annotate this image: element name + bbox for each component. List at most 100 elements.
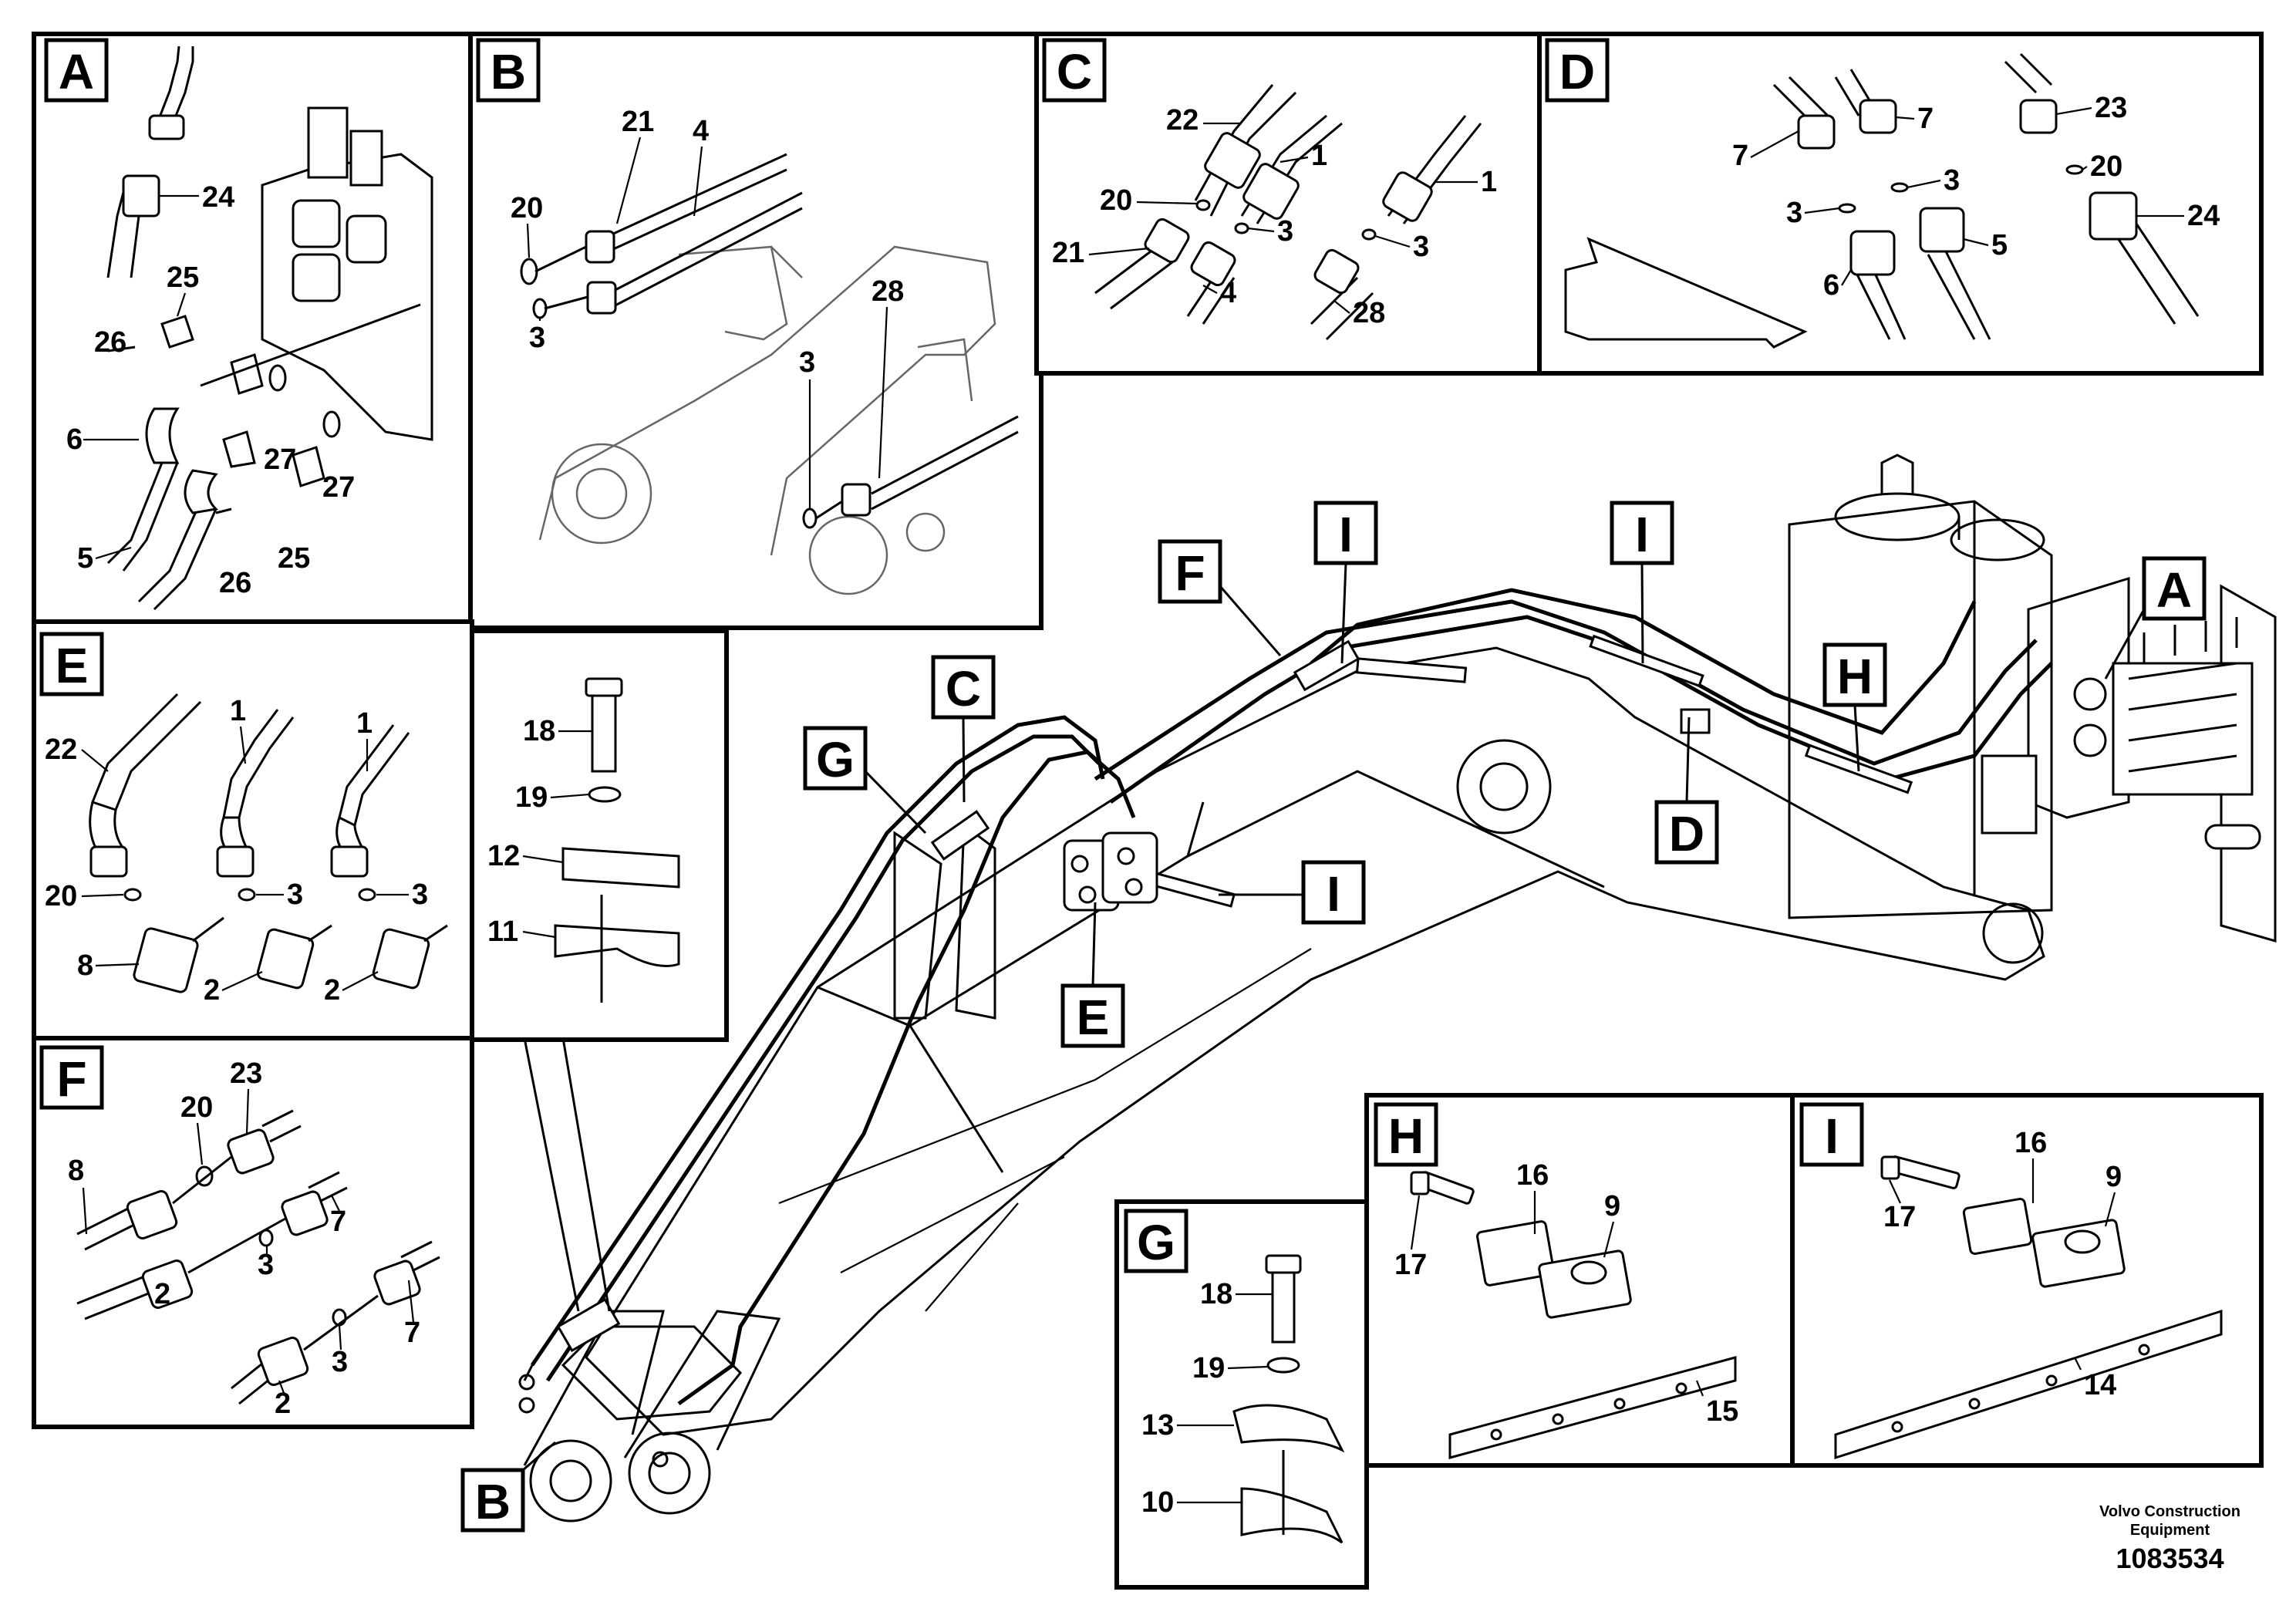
part-label-1: 1 <box>230 695 246 727</box>
part-label-7b: 7 <box>1732 140 1748 172</box>
callout-box-e: E <box>39 632 104 696</box>
callout-main-i-3: I <box>1219 860 1366 925</box>
part-label-8: 8 <box>68 1155 84 1187</box>
callout-label: C <box>1057 44 1092 99</box>
part-label-3: 3 <box>529 322 545 354</box>
part-label-17: 17 <box>1883 1201 1916 1233</box>
callout-label: E <box>56 638 89 693</box>
labels-box-a: 24 25 26 6 27 27 5 26 25 <box>66 181 355 599</box>
callout-label: I <box>1635 507 1649 562</box>
detail-box-e <box>32 619 474 1040</box>
callout-main-g: G <box>803 726 927 835</box>
company-name-line2: Equipment <box>2129 1522 2210 1539</box>
detail-box-i <box>1790 1093 2264 1468</box>
part-label-27: 27 <box>264 443 296 476</box>
callout-label: I <box>1825 1108 1839 1164</box>
part-label-9: 9 <box>1604 1190 1620 1222</box>
part-label-18: 18 <box>523 715 555 747</box>
part-label-2b: 2 <box>275 1388 291 1420</box>
part-label-22: 22 <box>1166 104 1199 137</box>
callout-box-g: G <box>1124 1209 1188 1273</box>
part-label-20: 20 <box>180 1091 213 1124</box>
part-label-3b: 3 <box>332 1346 348 1378</box>
part-label-23: 23 <box>230 1057 262 1090</box>
labels-box-clamp-b: 18 19 12 11 <box>487 715 592 948</box>
part-label-2b: 2 <box>324 974 340 1007</box>
callout-main-e: E <box>1060 902 1125 1048</box>
company-name-line1: Volvo Construction <box>2099 1503 2240 1520</box>
part-label-16: 16 <box>1516 1159 1549 1192</box>
callout-main-h: H <box>1822 642 1887 772</box>
callout-label: G <box>1137 1215 1175 1270</box>
labels-box-e: 22 1 1 20 3 3 8 2 2 <box>45 695 428 1007</box>
callout-label: B <box>491 44 526 99</box>
callout-main-i-2: I <box>1610 501 1674 664</box>
callout-box-a: A <box>44 38 109 103</box>
part-label-25b: 25 <box>278 542 310 575</box>
detail-box-f <box>32 1036 474 1429</box>
callout-box-d: D <box>1545 38 1610 103</box>
labels-box-g: 18 19 13 10 <box>1141 1278 1273 1519</box>
part-label-28: 28 <box>1353 297 1385 329</box>
part-label-2: 2 <box>154 1278 170 1310</box>
part-label-20: 20 <box>1100 184 1132 217</box>
part-label-20: 20 <box>45 880 77 912</box>
callout-label: D <box>1669 806 1704 862</box>
part-label-26b: 26 <box>219 567 251 599</box>
callout-label: F <box>1175 545 1205 601</box>
callout-box-h: H <box>1374 1102 1438 1167</box>
part-label-14: 14 <box>2084 1369 2116 1401</box>
part-label-9: 9 <box>2106 1161 2122 1193</box>
part-label-20: 20 <box>511 192 543 224</box>
part-label-5: 5 <box>1991 229 2008 261</box>
part-label-3b: 3 <box>412 878 428 911</box>
callout-label: D <box>1559 44 1595 99</box>
labels-box-f: 23 20 8 7 3 2 7 3 2 <box>68 1057 420 1420</box>
part-label-26: 26 <box>94 326 126 359</box>
part-label-3b: 3 <box>799 346 815 379</box>
part-label-1b: 1 <box>356 707 373 740</box>
labels-box-d: 7 7 23 20 3 3 24 5 6 <box>1732 92 2220 302</box>
callout-main-f: F <box>1158 539 1282 656</box>
callout-main-c: C <box>931 655 996 803</box>
part-label-10: 10 <box>1141 1486 1174 1519</box>
callout-main-i-1: I <box>1313 501 1378 664</box>
part-label-24: 24 <box>2187 200 2220 232</box>
part-label-1b: 1 <box>1481 166 1497 198</box>
part-label-4: 4 <box>693 115 709 147</box>
part-label-17: 17 <box>1394 1249 1427 1281</box>
part-label-11: 11 <box>487 916 518 948</box>
part-label-6: 6 <box>66 423 83 456</box>
callout-label: G <box>816 732 855 787</box>
callout-label: A <box>2156 562 2192 618</box>
callout-main-a: A <box>2104 556 2207 679</box>
part-label-19: 19 <box>1192 1352 1225 1384</box>
part-label-4: 4 <box>1220 277 1236 309</box>
part-label-5: 5 <box>77 542 93 575</box>
part-label-21: 21 <box>1052 237 1084 269</box>
part-label-20: 20 <box>2090 150 2122 183</box>
labels-box-i: 16 9 17 14 <box>1883 1127 2122 1401</box>
callout-box-i: I <box>1799 1102 1864 1167</box>
callout-label: C <box>946 661 981 717</box>
drawing-number: 1083534 <box>2116 1543 2224 1574</box>
part-label-2: 2 <box>204 974 220 1007</box>
detail-box-b <box>468 32 1043 630</box>
part-label-18: 18 <box>1200 1278 1232 1310</box>
part-label-28: 28 <box>872 275 904 308</box>
part-label-19: 19 <box>515 781 548 814</box>
labels-box-h: 16 9 17 15 <box>1394 1159 1738 1428</box>
part-label-7: 7 <box>330 1206 346 1238</box>
callout-label: B <box>475 1474 511 1529</box>
callout-main-b: B <box>460 1441 556 1533</box>
callout-label: H <box>1837 649 1873 704</box>
callout-main-d: D <box>1654 717 1719 865</box>
labels-box-c: 22 1 1 20 3 3 21 4 28 <box>1052 104 1497 329</box>
callout-label: A <box>59 44 94 99</box>
part-label-23: 23 <box>2095 92 2127 124</box>
callout-label: E <box>1077 990 1110 1045</box>
callout-label: I <box>1327 866 1340 922</box>
part-label-27b: 27 <box>322 471 355 504</box>
callout-box-b: B <box>476 38 541 103</box>
